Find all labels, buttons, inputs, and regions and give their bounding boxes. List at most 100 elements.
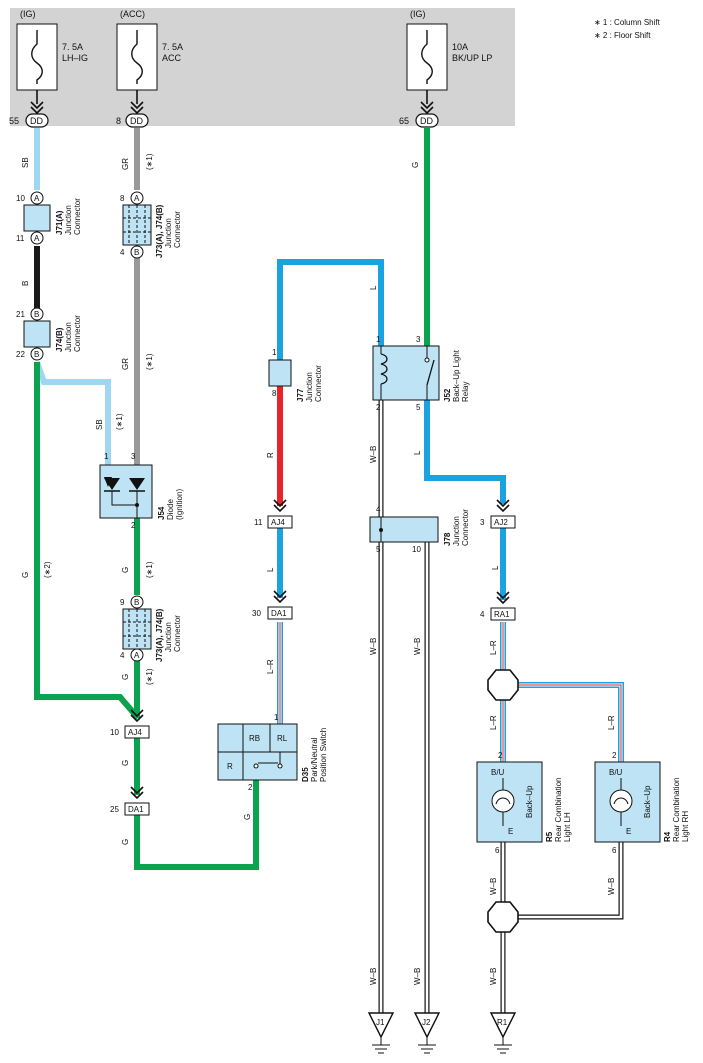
svg-text:R4: R4 [663, 831, 672, 842]
wire-lr-lamps [500, 622, 624, 762]
label-wb-r1: W–B [489, 968, 498, 985]
svg-text:B: B [134, 248, 139, 257]
label-wb-relay: W–B [369, 446, 378, 463]
label-l-top: L [369, 285, 378, 290]
svg-text:E: E [508, 827, 513, 836]
label-note-g2: (∗2) [43, 561, 52, 578]
svg-text:22: 22 [16, 350, 25, 359]
label-wb-j1: W–B [369, 968, 378, 985]
svg-text:21: 21 [16, 310, 25, 319]
label-note-gr2: (∗1) [145, 353, 154, 370]
junction-j74b: B 21 B 22 J74(B) Junction Connector [16, 307, 82, 361]
svg-text:LH–IG: LH–IG [62, 53, 88, 63]
svg-text:Back–Up: Back–Up [643, 785, 652, 818]
label-l-aj4: L [266, 567, 275, 572]
fuse-bkup-lp: (IG) 10A BK/UP LP 65 DD [399, 9, 492, 128]
svg-text:R5: R5 [545, 831, 554, 842]
label-g-switch: G [243, 814, 252, 820]
svg-text:B/U: B/U [609, 768, 623, 777]
svg-text:6: 6 [612, 846, 617, 855]
label-g-diode: G [121, 567, 130, 573]
svg-text:DD: DD [130, 116, 143, 126]
svg-text:7. 5A: 7. 5A [162, 42, 183, 52]
svg-text:Connector: Connector [461, 509, 470, 546]
label-sb-2: SB [95, 419, 104, 430]
junction-j73-bottom: B 9 A 4 J73(A), J74(B) Junction Connecto… [120, 595, 182, 662]
svg-text:5: 5 [376, 545, 381, 554]
label-l-aj2: L [491, 565, 500, 570]
wire-g-switch [134, 780, 259, 870]
svg-text:2: 2 [612, 751, 617, 760]
svg-text:55: 55 [9, 116, 19, 126]
svg-text:Connector: Connector [73, 315, 82, 352]
note-floor-shift: ∗ 2 : Floor Shift [594, 31, 651, 40]
svg-text:(IG): (IG) [20, 9, 36, 19]
label-g-col: G [121, 674, 130, 680]
label-g-da1: G [121, 839, 130, 845]
svg-text:3: 3 [416, 335, 421, 344]
label-wb-lh: W–B [489, 878, 498, 895]
svg-text:10: 10 [16, 194, 25, 203]
switch-d35: RB RL R 1 2 D35 Park/Neutral Position Sw… [217, 713, 328, 792]
lamp-r5: 2 6 B/U E Back–Up R5 Rear Combination Li… [476, 751, 572, 855]
wire-g-floor [34, 362, 141, 720]
label-note-sb: (∗1) [115, 413, 124, 430]
ground-r1: R1 [489, 1012, 517, 1054]
svg-text:4: 4 [480, 610, 485, 619]
junction-j71: A 10 A 11 J71(A) Junction Connector [16, 191, 82, 245]
svg-text:R: R [227, 762, 233, 771]
svg-text:10: 10 [110, 728, 119, 737]
svg-text:8: 8 [116, 116, 121, 126]
svg-text:9: 9 [120, 598, 125, 607]
fuse-acc: (ACC) 7. 5A ACC 8 DD [116, 9, 183, 128]
label-note-g1a: (∗1) [145, 561, 154, 578]
svg-text:4: 4 [120, 651, 125, 660]
svg-text:RA1: RA1 [494, 610, 510, 619]
svg-text:Connector: Connector [73, 198, 82, 235]
svg-text:A: A [134, 194, 140, 203]
lamp-r4: 2 6 B/U E Back–Up R4 Rear Combination Li… [594, 751, 690, 855]
svg-text:Connector: Connector [173, 211, 182, 248]
svg-text:2: 2 [376, 403, 381, 412]
junction-j77: 1 8 J77 Junction Connector [268, 348, 323, 402]
note-column-shift: ∗ 1 : Column Shift [594, 18, 661, 27]
svg-text:Rear Combination: Rear Combination [554, 778, 563, 842]
svg-text:8: 8 [120, 194, 125, 203]
svg-text:Back–Up: Back–Up [525, 785, 534, 818]
label-wb-rh: W–B [607, 878, 616, 895]
svg-text:J74(B): J74(B) [55, 327, 64, 352]
svg-text:AJ2: AJ2 [494, 518, 508, 527]
wire-labels: SB B GR (∗1) GR (∗1) SB (∗1) G (∗2) G (∗… [21, 153, 616, 985]
svg-text:Junction: Junction [164, 622, 173, 652]
svg-text:25: 25 [110, 805, 119, 814]
svg-text:3: 3 [480, 518, 485, 527]
svg-text:ACC: ACC [162, 53, 182, 63]
svg-text:10: 10 [412, 545, 421, 554]
label-note-g1b: (∗1) [145, 668, 154, 685]
diode-j54: 1 3 2 J54 Diode (Ignition) [99, 452, 184, 530]
svg-text:J77: J77 [296, 388, 305, 402]
svg-text:J73(A), J74(B): J73(A), J74(B) [155, 204, 164, 258]
ground-j1: J1 [367, 1012, 395, 1054]
svg-text:3: 3 [131, 452, 136, 461]
svg-text:Diode: Diode [166, 499, 175, 520]
svg-text:Rear Combination: Rear Combination [672, 778, 681, 842]
svg-text:A: A [34, 234, 40, 243]
svg-text:4: 4 [120, 248, 125, 257]
svg-text:Light RH: Light RH [681, 811, 690, 842]
wire-sb-2 [34, 361, 111, 465]
label-wb-2: W–B [413, 638, 422, 655]
svg-text:J54: J54 [157, 506, 166, 520]
svg-text:Connector: Connector [314, 365, 323, 402]
svg-text:B: B [34, 350, 39, 359]
label-note-gr1: (∗1) [145, 153, 154, 170]
svg-text:RL: RL [277, 734, 288, 743]
svg-text:11: 11 [16, 234, 25, 243]
svg-text:(Ignition): (Ignition) [175, 489, 184, 520]
label-gr-1: GR [121, 158, 130, 170]
label-lr-rh: L–R [607, 715, 616, 730]
wire-l-relay-j77 [277, 259, 384, 360]
svg-text:Junction: Junction [452, 516, 461, 546]
label-g-floor: G [21, 572, 30, 578]
svg-text:RB: RB [249, 734, 260, 743]
